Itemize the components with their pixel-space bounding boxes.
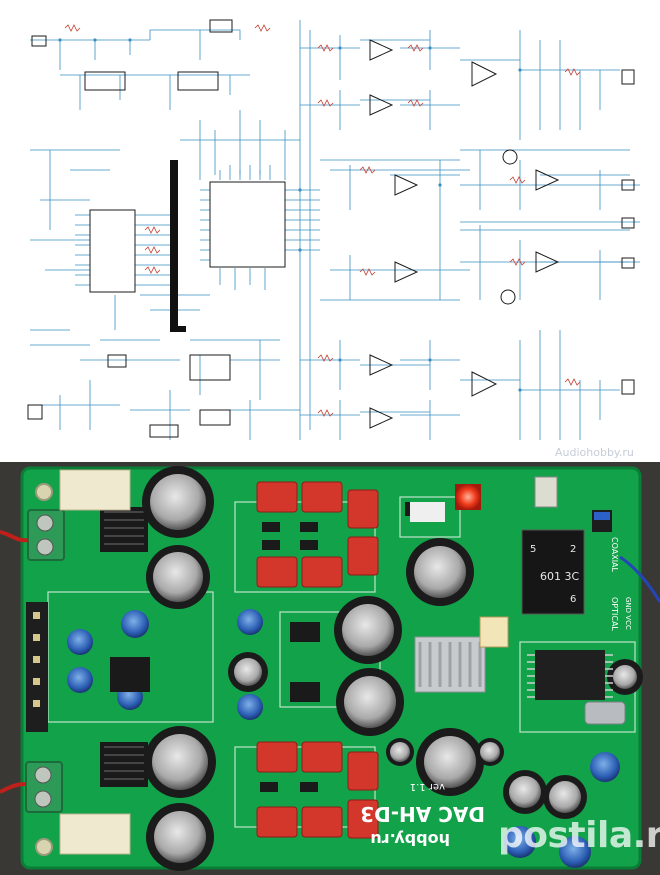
schematic-watermark: Audiohobby.ru — [555, 446, 634, 459]
opamp-symbol-2 — [369, 94, 394, 116]
output-jack-symbol-5 — [621, 257, 635, 269]
transformer-mark: 601 3C — [540, 570, 579, 583]
connector-symbol-1 — [31, 35, 47, 47]
dac-chip-symbol — [209, 181, 286, 268]
board-model-label: DAC AH-D3 — [360, 802, 485, 826]
red-wire-top — [0, 530, 29, 543]
board-version-label: ver 1.1 — [410, 781, 445, 792]
schematic-resistors — [64, 24, 581, 417]
schematic-junctions — [58, 38, 522, 392]
opamp-symbol-6 — [535, 169, 560, 191]
relay-top — [59, 469, 131, 511]
board-drawing: 601 3C 5 2 6 COAXIAL OPTICAL GND VCC DAC… — [0, 462, 660, 875]
opamp-symbol-7 — [535, 251, 560, 273]
transformer-pin-b: 2 — [570, 544, 576, 555]
transistor-symbol-2 — [500, 289, 516, 305]
schematic-components — [27, 19, 635, 438]
optical-receiver — [455, 484, 481, 510]
relay-bottom — [59, 813, 131, 855]
output-jack-symbol-3 — [621, 179, 635, 191]
transformer-pin-a: 5 — [530, 544, 536, 555]
schematic-bus-bar-foot — [170, 326, 186, 332]
transformer-pin-c: 6 — [570, 594, 576, 605]
large-caps — [142, 466, 643, 871]
schematic-drawing — [27, 19, 640, 440]
optical-label: OPTICAL — [610, 597, 619, 631]
small-ic-symbol — [209, 19, 233, 33]
schematic-wires — [30, 20, 640, 440]
header-symbol — [149, 424, 179, 438]
regulator-symbol-3 — [189, 354, 231, 381]
pin-header — [26, 602, 48, 732]
blue-coax-wire — [619, 555, 660, 603]
regulator-symbol-4 — [199, 409, 231, 426]
switch-symbol — [107, 354, 127, 368]
opamp-symbol-10 — [471, 371, 498, 397]
output-jack-symbol-1 — [621, 69, 635, 85]
receiver-chip-symbol — [89, 209, 136, 293]
opamp-symbol-3 — [471, 61, 498, 87]
dac-schematic: Audiohobby.ru — [27, 19, 640, 459]
gnd-vcc-label: GND VCC — [624, 597, 632, 630]
output-jack-symbol-4 — [621, 217, 635, 229]
screw-bottom-1 — [34, 766, 52, 784]
photo-watermark: postila.ru — [498, 815, 660, 856]
schematic-bus-bar — [170, 160, 178, 332]
white-connector — [410, 502, 445, 522]
opamp-symbol-9 — [369, 407, 394, 429]
regulator-symbol-1 — [84, 71, 126, 91]
mounting-hole-top-left — [35, 483, 53, 501]
transistor-symbol-1 — [502, 149, 518, 165]
screw-top-2 — [36, 538, 54, 556]
film-caps — [256, 481, 379, 839]
dac-board-photo: 601 3C 5 2 6 COAXIAL OPTICAL GND VCC DAC… — [0, 462, 660, 875]
opamp-symbol-1 — [369, 39, 394, 61]
coaxial-label: COAXIAL — [610, 537, 619, 573]
dac-chip — [535, 650, 605, 700]
trimmer — [534, 476, 558, 508]
heatsink-bottom-left — [100, 742, 148, 787]
mounting-hole-bottom-left — [35, 838, 53, 856]
board-site-label: hobby.ru — [370, 830, 450, 849]
opamp-symbol-5 — [394, 261, 419, 283]
yellow-component — [479, 616, 509, 648]
screw-top-1 — [36, 514, 54, 532]
red-wire-bottom — [0, 782, 27, 794]
regulator-symbol-2 — [177, 71, 219, 91]
opamp-symbol-8 — [369, 354, 394, 376]
blue-caps — [67, 609, 620, 868]
opamp-symbol-4 — [394, 174, 419, 196]
output-jack-symbol-2 — [621, 379, 635, 395]
crystal-oscillator — [584, 701, 626, 725]
input-jack-symbol — [27, 404, 43, 420]
heatsink-top-left — [100, 507, 148, 552]
screw-bottom-2 — [34, 790, 52, 808]
pulse-transformer — [521, 529, 585, 615]
